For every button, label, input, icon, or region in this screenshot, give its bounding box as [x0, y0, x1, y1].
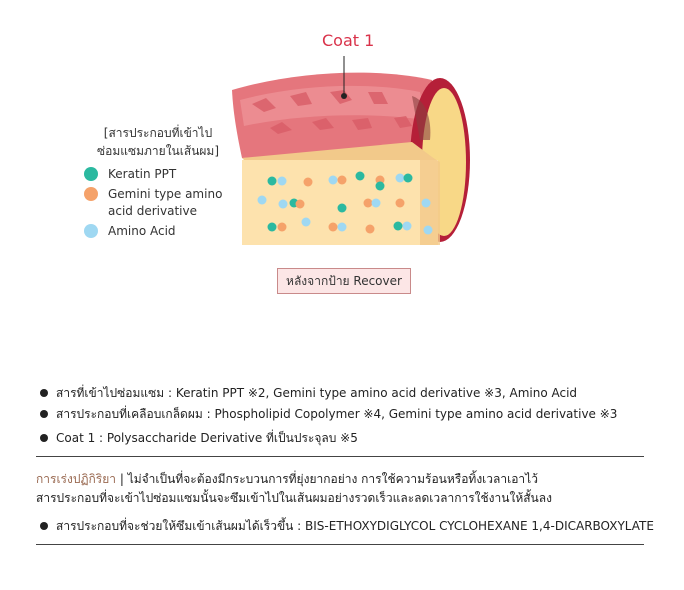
amino-acid-particle: [337, 222, 347, 232]
note-lead: การเร่งปฏิกิริยา: [36, 472, 117, 486]
keratin-dot-icon: [84, 167, 98, 181]
particles: [257, 171, 433, 235]
bullet-coat-1: Coat 1 : Polysaccharide Derivative ที่เป…: [40, 429, 358, 447]
bullet-text: สารประกอบที่จะช่วยให้ซึมเข้าเส้นผมได้เร็…: [56, 519, 654, 533]
bullet-dot-icon: [40, 389, 48, 397]
gemini-particle: [365, 224, 375, 234]
amino-acid-particle: [402, 221, 412, 231]
bullet-text: สารที่เข้าไปซ่อมแซม : Keratin PPT ※2, Ge…: [56, 386, 578, 400]
amino-acid-dot-icon: [84, 224, 98, 238]
gemini-dot-icon: [84, 187, 98, 201]
keratin-particle: [355, 171, 365, 181]
gemini-particle: [395, 198, 405, 208]
bullet-dot-icon: [40, 522, 48, 530]
legend-title: [สารประกอบที่เข้าไป ซ่อมแซมภายในเส้นผม]: [88, 124, 228, 160]
bullet-repair-ingredients: สารที่เข้าไปซ่อมแซม : Keratin PPT ※2, Ge…: [40, 384, 577, 402]
legend-item-keratin: Keratin PPT: [84, 166, 176, 183]
note-line2: สารประกอบที่จะเข้าไปซ่อมแซมนั้นจะซึมเข้า…: [36, 491, 552, 505]
keratin-particle: [337, 203, 347, 213]
gemini-particle: [303, 177, 313, 187]
bullet-dot-icon: [40, 410, 48, 418]
keratin-particle: [393, 221, 403, 231]
legend-item-label-line2: acid derivative: [108, 204, 197, 218]
legend-item-label: Amino Acid: [108, 224, 176, 238]
legend-title-line1: [สารประกอบที่เข้าไป: [103, 126, 213, 140]
inner-cortex-box: [242, 160, 438, 245]
amino-acid-particle: [278, 199, 288, 209]
amino-acid-particle: [371, 198, 381, 208]
amino-acid-particle: [328, 175, 338, 185]
keratin-particle: [375, 181, 385, 191]
keratin-particle: [267, 222, 277, 232]
legend-item-gemini: Gemini type amino acid derivative: [84, 186, 222, 220]
amino-acid-particle: [421, 198, 431, 208]
amino-acid-particle: [277, 176, 287, 186]
inner-box-side: [420, 150, 440, 245]
bullet-dot-icon: [40, 434, 48, 442]
legend-item-amino-acid: Amino Acid: [84, 223, 176, 240]
gemini-particle: [328, 222, 338, 232]
bullet-text: สารประกอบที่เคลือบเกล็ดผม : Phospholipid…: [56, 407, 618, 421]
legend-item-label: Gemini type amino: [108, 187, 223, 201]
amino-acid-particle: [301, 217, 311, 227]
after-recover-badge: หลังจากป้าย Recover: [277, 268, 411, 294]
divider-top: [36, 456, 644, 457]
keratin-particle: [267, 176, 277, 186]
gemini-particle: [277, 222, 287, 232]
reaction-note: การเร่งปฏิกิริยา | ไม่จำเป็นที่จะต้องมีก…: [36, 470, 656, 508]
bullet-coating-ingredients: สารประกอบที่เคลือบเกล็ดผม : Phospholipid…: [40, 405, 617, 423]
amino-acid-particle: [395, 173, 405, 183]
bullet-text: Coat 1 : Polysaccharide Derivative ที่เป…: [56, 431, 358, 445]
hair-inner-shadow: [412, 96, 431, 140]
legend-item-label: Keratin PPT: [108, 167, 177, 181]
divider-bottom: [36, 544, 644, 545]
gemini-particle: [363, 198, 373, 208]
gemini-particle: [337, 175, 347, 185]
hair-strand-diagram: [232, 56, 470, 245]
amino-acid-particle: [257, 195, 267, 205]
gemini-particle: [295, 199, 305, 209]
amino-acid-particle: [423, 225, 433, 235]
keratin-particle: [403, 173, 413, 183]
note-line1: | ไม่จำเป็นที่จะต้องมีกระบวนการที่ยุ่งยา…: [116, 472, 538, 486]
coat-1-label: Coat 1: [322, 31, 375, 50]
legend-title-line2: ซ่อมแซมภายในเส้นผม]: [96, 144, 220, 158]
coat-pointer-dot: [341, 93, 347, 99]
bullet-penetration-enhancer: สารประกอบที่จะช่วยให้ซึมเข้าเส้นผมได้เร็…: [40, 517, 654, 535]
